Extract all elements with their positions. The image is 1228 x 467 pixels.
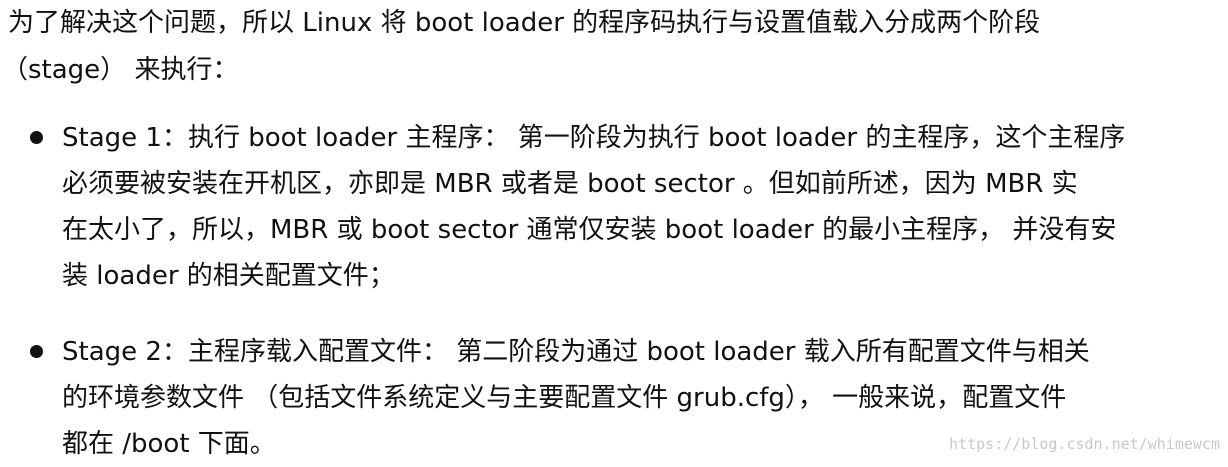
intro-line: （stage） 来执行： <box>2 55 239 85</box>
list-item-stage-2: Stage 2：主程序载入配置文件： 第二阶段为通过 boot loader 载… <box>0 329 1228 467</box>
stage-2-line: 的环境参数文件 （包括文件系统定义与主要配置文件 grub.cfg）， 一般来说… <box>62 383 1067 413</box>
stage-1-line: Stage 1：执行 boot loader 主程序： 第一阶段为执行 boot… <box>62 123 1126 153</box>
list-item-stage-1: Stage 1：执行 boot loader 主程序： 第一阶段为执行 boot… <box>0 115 1228 299</box>
stage-1-line: 在太小了，所以，MBR 或 boot sector 通常仅安装 boot loa… <box>62 215 1117 245</box>
intro-paragraph: 为了解决这个问题，所以 Linux 将 boot loader 的程序码执行与设… <box>2 0 1223 94</box>
watermark: https://blog.csdn.net/whimewcm <box>949 435 1220 453</box>
stage-1-line: 必须要被安装在开机区，亦即是 MBR 或者是 boot sector 。但如前所… <box>62 169 1078 199</box>
intro-line: 为了解决这个问题，所以 Linux 将 boot loader 的程序码执行与设… <box>8 8 1041 38</box>
stage-2-line: 都在 /boot 下面。 <box>62 429 276 459</box>
bullet-icon <box>30 345 43 358</box>
bullet-icon <box>30 131 43 144</box>
stage-1-line: 装 loader 的相关配置文件； <box>62 261 395 291</box>
stage-list: Stage 1：执行 boot loader 主程序： 第一阶段为执行 boot… <box>0 115 1228 467</box>
stage-2-line: Stage 2：主程序载入配置文件： 第二阶段为通过 boot loader 载… <box>62 337 1090 367</box>
